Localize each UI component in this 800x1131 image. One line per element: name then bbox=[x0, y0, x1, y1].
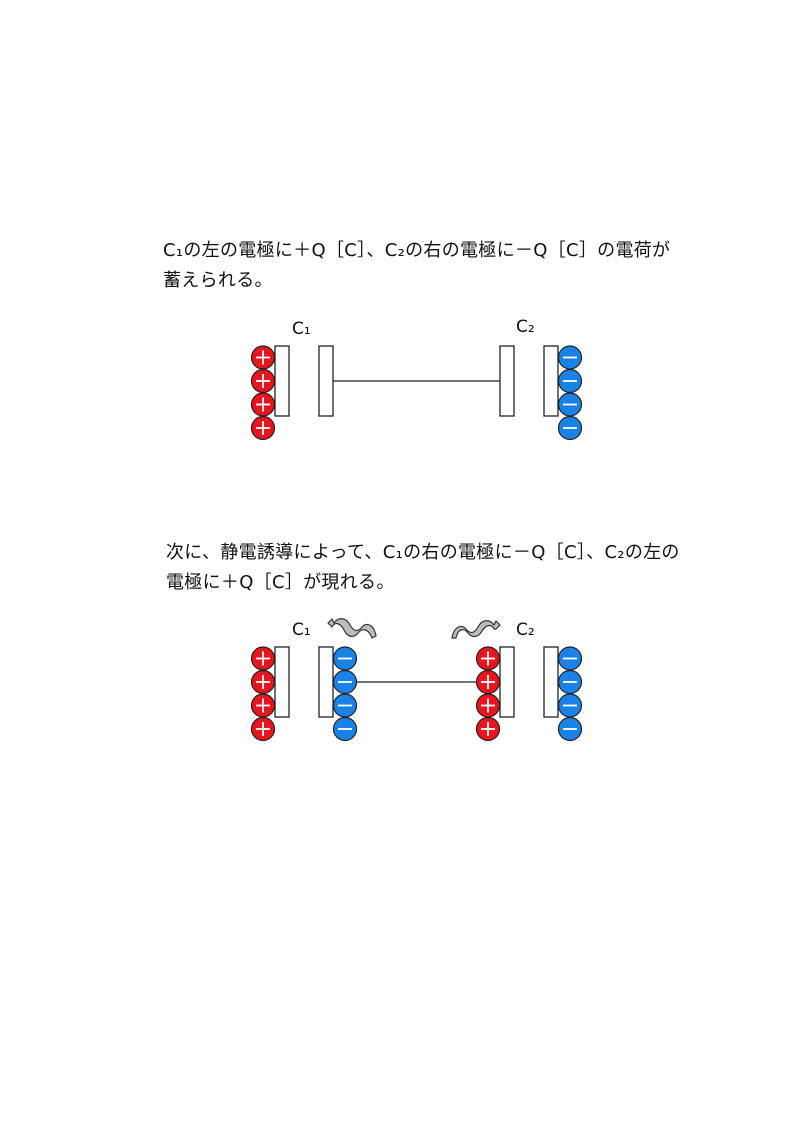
c2-right-plate bbox=[543, 646, 559, 718]
c2-left-plate bbox=[499, 646, 515, 718]
c2-left-induced-positive-charges bbox=[475, 646, 501, 742]
caption-initial-charge: C₁の左の電極に＋Q［C］、C₂の右の電極に－Q［C］の電荷が 蓄えられる。 bbox=[163, 240, 671, 291]
label-c2: C₂ bbox=[516, 317, 535, 337]
caption-induced-charge: 次に、静電誘導によって、C₁の右の電極に－Q［C］、C₂の左の 電極に＋Q［C］… bbox=[166, 542, 680, 593]
c2-right-negative-charges bbox=[557, 345, 583, 441]
c2-left-plate bbox=[499, 345, 515, 417]
wavy-arrow-right-icon bbox=[451, 620, 501, 639]
label-c2: C₂ bbox=[516, 620, 535, 640]
label-c1: C₁ bbox=[292, 319, 311, 339]
c1-left-positive-charges bbox=[250, 345, 276, 441]
c1-right-induced-negative-charges bbox=[332, 646, 358, 742]
diagram-induced: C₁ C₂ bbox=[250, 618, 583, 742]
c1-left-plate bbox=[274, 646, 290, 718]
c1-right-plate bbox=[318, 646, 334, 718]
c1-left-plate bbox=[274, 345, 290, 417]
label-c1: C₁ bbox=[292, 620, 311, 640]
wavy-arrow-left-icon bbox=[327, 618, 377, 639]
diagram-initial: C₁ C₂ bbox=[250, 317, 583, 441]
c1-left-positive-charges bbox=[250, 646, 276, 742]
c2-right-plate bbox=[543, 345, 559, 417]
c1-right-plate bbox=[318, 345, 334, 417]
c2-right-negative-charges bbox=[557, 646, 583, 742]
